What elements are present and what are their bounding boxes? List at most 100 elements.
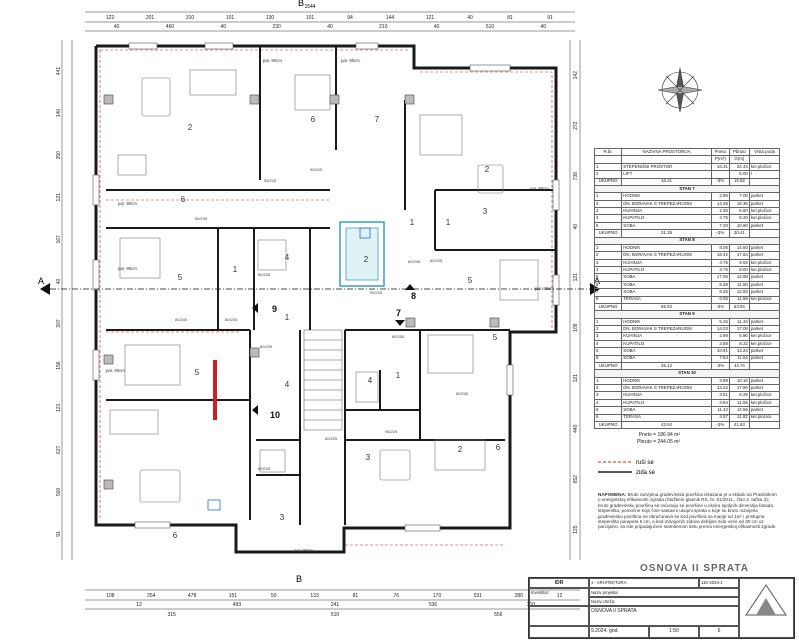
table-cell: 42.92 bbox=[621, 420, 712, 430]
table-cell: 46.12 bbox=[621, 361, 712, 371]
table-cell: DN. BORAVAK S TREPEZARIJOM bbox=[621, 251, 712, 260]
room-number: 1 bbox=[285, 313, 290, 322]
table-cell: 3 bbox=[593, 391, 623, 400]
dimension-value: 109 bbox=[573, 323, 579, 332]
table-cell: 3.88 bbox=[710, 339, 730, 349]
table-cell: parket bbox=[748, 199, 781, 209]
door-label: par. 90cm bbox=[294, 548, 313, 553]
table-cell: 6.06 bbox=[710, 295, 730, 304]
table-cell: 7.00 bbox=[728, 192, 750, 201]
dimension-value: 441 bbox=[56, 67, 62, 76]
furniture bbox=[109, 69, 539, 503]
plan-title: OSNOVA II SPRATA bbox=[640, 563, 749, 574]
dimension-value: 167 bbox=[56, 235, 62, 244]
table-cell: 8.38 bbox=[710, 280, 730, 290]
table-cell: 5.00 bbox=[728, 170, 750, 179]
table-cell: KUHINJA bbox=[621, 332, 712, 341]
table-header-cell: NAZIVNA PROSTORIJA bbox=[621, 147, 712, 157]
tb-number: 11K-2024-1 bbox=[699, 578, 739, 588]
logo-icon bbox=[745, 584, 787, 616]
table-cell: 8.00 bbox=[728, 265, 750, 275]
dimension-value: 130 bbox=[266, 15, 275, 21]
dimension-value: 108 bbox=[106, 593, 115, 599]
table-cell: 3.81 bbox=[710, 391, 730, 400]
table-cell: KUPATILO bbox=[621, 265, 712, 275]
opening-label: 80/205 bbox=[195, 216, 208, 221]
tb-date: 9.2024. god. bbox=[589, 626, 649, 638]
section-a-left-label: A bbox=[38, 276, 44, 286]
dimension-value: 510 bbox=[331, 612, 340, 618]
dimension-value: 531 bbox=[474, 593, 483, 599]
door-label: par. 90cm bbox=[106, 368, 125, 373]
callout-number: 7 bbox=[396, 308, 401, 318]
table-cell: KUHINJA bbox=[621, 391, 712, 400]
room-number: 5 bbox=[195, 368, 200, 377]
opening-label: 95/225 bbox=[310, 167, 323, 172]
dimension-value: 125 bbox=[573, 525, 579, 534]
table-cell: 4 bbox=[593, 265, 623, 275]
dimension-value: 94 bbox=[347, 15, 353, 21]
table-cell: 7.20 bbox=[710, 221, 730, 231]
table-cell bbox=[748, 229, 781, 238]
table-cell: 4 bbox=[593, 214, 623, 223]
tb-idr: IDR bbox=[529, 578, 589, 588]
opening-label: 80/205 bbox=[175, 317, 188, 322]
room-number: 7 bbox=[375, 115, 380, 124]
opening-label: 80/205 bbox=[408, 259, 421, 264]
dimension-value: 121 bbox=[573, 273, 579, 282]
table-cell: 2 bbox=[593, 251, 623, 260]
table-cell: 11.42 bbox=[710, 406, 730, 415]
table-cell: 11.80 bbox=[728, 280, 750, 290]
legend-build-label: zida se bbox=[636, 470, 656, 476]
table-cell: 30.41 bbox=[728, 229, 750, 238]
lift-shaft bbox=[339, 221, 385, 287]
dimension-value: 151 bbox=[229, 593, 238, 599]
dimension-value: 91 bbox=[547, 15, 553, 21]
dimension-value: 50 bbox=[271, 593, 277, 599]
table-cell: 8.05 bbox=[710, 243, 730, 253]
table-cell: 5 bbox=[593, 347, 623, 356]
table-cell: 1 bbox=[593, 317, 623, 327]
room-number: 2 bbox=[188, 123, 193, 132]
dimension-value: 556 bbox=[494, 612, 503, 618]
table-cell bbox=[748, 302, 781, 312]
dimension-value: 40 bbox=[56, 278, 62, 284]
table-cell: 10.80 bbox=[728, 221, 750, 231]
dimension-value: 81 bbox=[507, 15, 513, 21]
table-cell: TERASA bbox=[621, 295, 712, 304]
table-cell: 17.05 bbox=[710, 273, 730, 282]
table-cell: 9.63 bbox=[728, 258, 750, 268]
table-cell bbox=[748, 361, 781, 371]
table-cell: ker.pločice bbox=[748, 214, 781, 223]
table-section-title: STAN 8 bbox=[594, 236, 780, 245]
door-label: par. 90cm bbox=[535, 286, 554, 291]
table-cell: 11.64 bbox=[728, 354, 750, 363]
total-net: Pneto = 186.94 m² bbox=[638, 432, 680, 438]
dimension-value: 254 bbox=[147, 593, 156, 599]
table-cell: 7 bbox=[593, 288, 623, 297]
door-label: par. 90cm bbox=[263, 58, 282, 63]
table-cell: 4.76 bbox=[710, 258, 730, 268]
table-cell: 17.08 bbox=[728, 324, 750, 334]
tb-signature bbox=[529, 606, 589, 626]
dimension-value: 510 bbox=[486, 24, 495, 30]
door-label: par. 90cm bbox=[118, 266, 137, 271]
room-number: 4 bbox=[285, 253, 290, 262]
table-cell: parket bbox=[748, 273, 781, 282]
dimension-value: 76 bbox=[393, 593, 399, 599]
dimension-value: 121 bbox=[426, 15, 435, 21]
